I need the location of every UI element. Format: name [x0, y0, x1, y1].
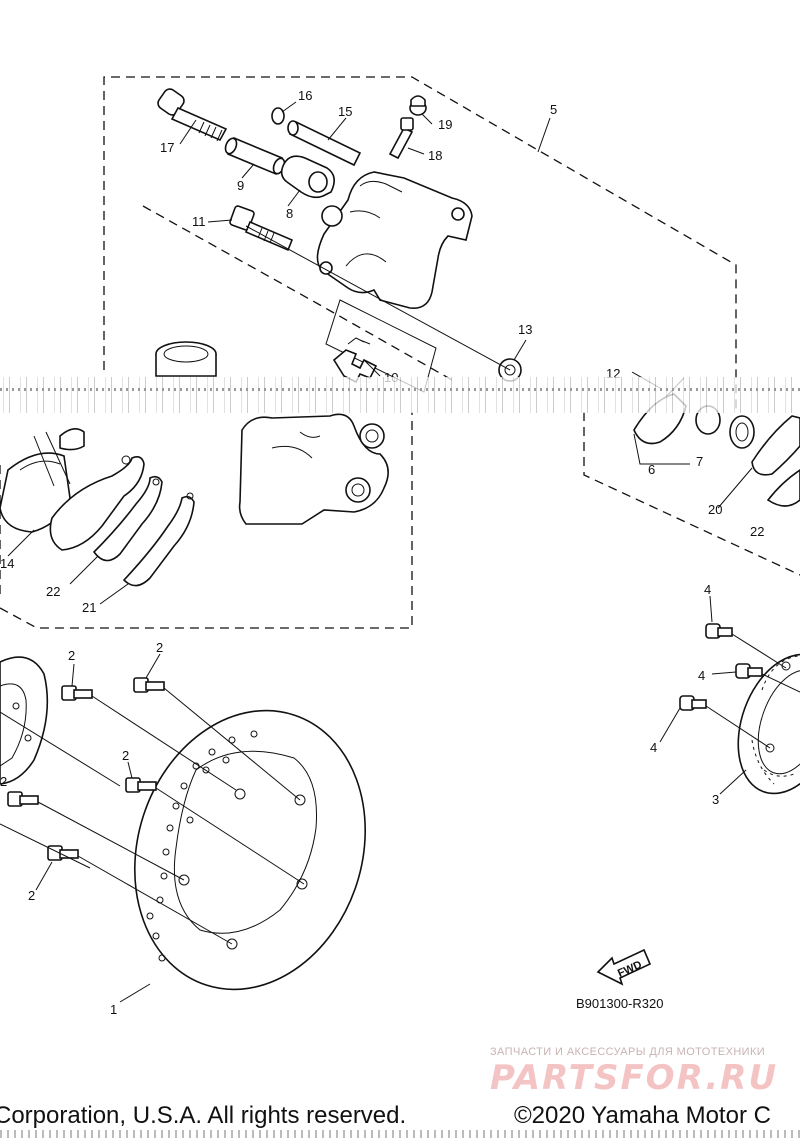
- callout-4a: 4: [704, 582, 711, 597]
- callout-18: 18: [428, 148, 442, 163]
- caliper-assembly-outline: [103, 76, 737, 410]
- callout-14: 14: [0, 556, 14, 571]
- right-kit-outline: [583, 412, 800, 576]
- copyright-left: Corporation, U.S.A. All rights reserved.: [0, 1102, 407, 1129]
- sensor-rotor-3: [737, 653, 800, 795]
- reference-code: B901300-R320: [576, 996, 663, 1011]
- bracket-outline: [0, 412, 413, 629]
- bolt-17: [157, 88, 228, 142]
- callout-2b: 2: [156, 640, 163, 655]
- scan-artifact-line: [0, 388, 800, 391]
- callout-4c: 4: [650, 740, 657, 755]
- callout-11: 11: [192, 214, 206, 229]
- callout-6: 6: [648, 462, 655, 477]
- callout-19: 19: [438, 117, 452, 132]
- screw-19: [409, 95, 427, 116]
- disc-holes: [146, 730, 258, 962]
- callout-16: 16: [298, 88, 312, 103]
- shim-22-left: [92, 475, 163, 562]
- screw-4b: [735, 663, 763, 679]
- bolt-2e: [47, 845, 79, 861]
- callout-20: 20: [708, 502, 722, 517]
- caliper-body-5: [316, 171, 473, 309]
- callout-8: 8: [286, 206, 293, 221]
- brake-disc-1: [133, 709, 367, 991]
- callout-2d: 2: [28, 888, 35, 903]
- callout-22-left: 22: [46, 584, 60, 599]
- callout-22-right: 22: [750, 524, 764, 539]
- sleeve-9: [224, 136, 286, 176]
- callout-2c: 2: [122, 748, 129, 763]
- callout-1: 1: [110, 1002, 117, 1017]
- callout-7: 7: [696, 454, 703, 469]
- pad-kit-14: [0, 428, 145, 551]
- callout-5: 5: [550, 102, 557, 117]
- pin-15: [287, 120, 362, 167]
- callout-21: 21: [82, 600, 96, 615]
- assembly-outlines: [0, 76, 800, 629]
- callout-4b: 4: [698, 668, 705, 683]
- callout-2-lower: 2: [0, 774, 7, 789]
- screw-4c: [679, 695, 707, 711]
- callout-15: 15: [338, 104, 352, 119]
- boot-8: [280, 155, 335, 199]
- bolt-11: [229, 205, 294, 252]
- screw-4a: [705, 623, 733, 639]
- bolts-2: [7, 677, 165, 861]
- fwd-arrow-icon: FWD: [596, 948, 652, 986]
- callout-13: 13: [518, 322, 532, 337]
- copyright-right: ©2020 Yamaha Motor C: [514, 1102, 771, 1129]
- bolt-2a: [61, 685, 93, 701]
- bolt-2b: [133, 677, 165, 693]
- leader-lines: [7, 101, 753, 1003]
- shim-21: [122, 492, 195, 587]
- scan-artifact-bottom: [0, 1130, 800, 1138]
- callout-3: 3: [712, 792, 719, 807]
- pad-kit-outline: [142, 205, 453, 381]
- callout-17: 17: [160, 140, 174, 155]
- shim-22-right: [766, 469, 800, 507]
- scan-artifact-band: [0, 377, 800, 413]
- seal-16: [271, 107, 285, 125]
- callout-2a: 2: [68, 648, 75, 663]
- shim-20: [751, 415, 800, 476]
- bolt-2d: [7, 791, 39, 807]
- bolt-2c: [125, 777, 157, 793]
- callout-9: 9: [237, 178, 244, 193]
- alignment-lines: [0, 225, 800, 945]
- seal-7: [695, 405, 755, 449]
- watermark-logo: PARTSFOR.RU: [490, 1058, 779, 1098]
- cup-piston: [155, 341, 217, 377]
- left-partial-disc: [0, 656, 49, 785]
- screws-4: [679, 623, 763, 711]
- bracket-caliper: [238, 413, 389, 525]
- watermark-caption: ЗАПЧАСТИ И АКСЕССУАРЫ ДЛЯ МОТОТЕХНИКИ: [490, 1046, 766, 1058]
- bleeder-18: [388, 117, 414, 160]
